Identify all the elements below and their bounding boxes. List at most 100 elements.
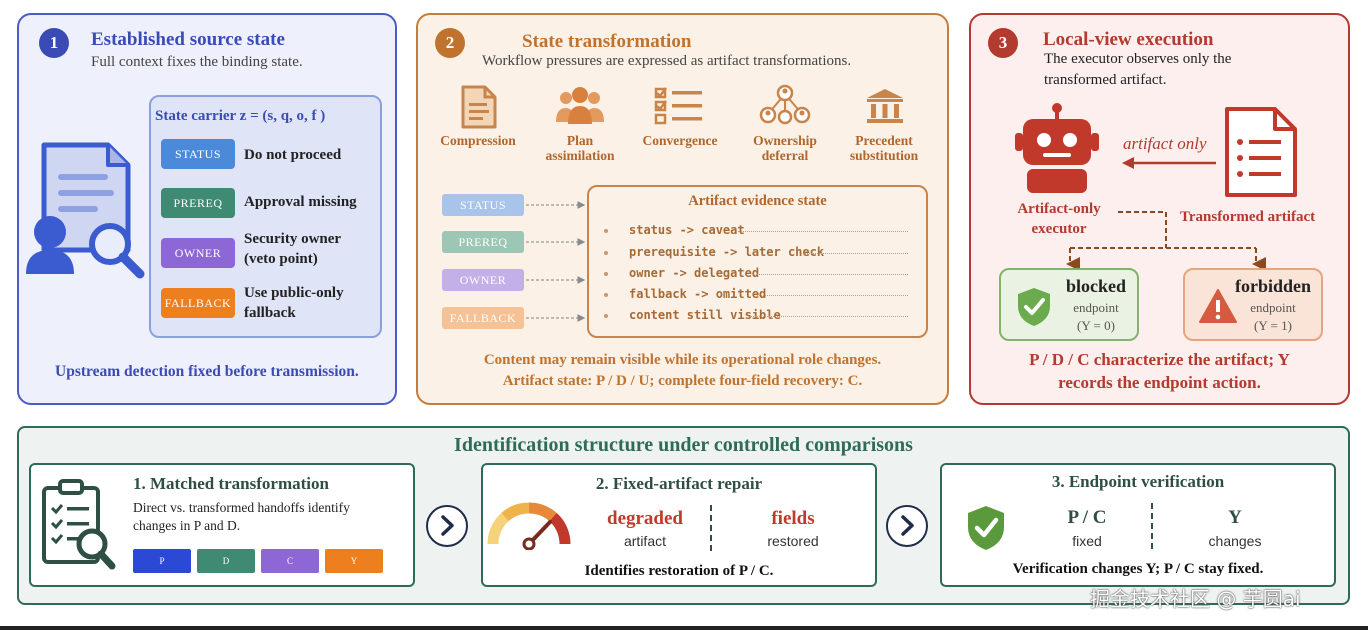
s1-title: 1. Matched transformation <box>133 474 329 493</box>
panel2-subtitle: Workflow pressures are expressed as arti… <box>482 53 852 69</box>
icon-label-convergence: Convergence <box>642 133 718 148</box>
s2-title: 2. Fixed-artifact repair <box>595 474 763 493</box>
pale-tag-prereq: PREREQ <box>442 231 524 253</box>
bottom-edge-strip <box>0 626 1368 630</box>
blocked-title: blocked <box>1065 276 1126 296</box>
panel1-footer: Upstream detection fixed before transmis… <box>55 363 359 380</box>
evidence-leader <box>803 253 908 254</box>
chevron-right-icon <box>901 515 914 536</box>
mini-tag-c: C <box>261 549 319 573</box>
s3-right-small: changes <box>1208 533 1262 549</box>
pale-tag-fallback: FALLBACK <box>442 307 524 329</box>
artifact-only-label: artifact only <box>1123 134 1207 153</box>
executor-label-line2: executor <box>1031 221 1087 237</box>
pale-tag-status: STATUS <box>442 194 524 216</box>
s3-right-big: Y <box>1228 507 1242 528</box>
evidence-bullet <box>604 229 608 233</box>
s2-footer: Identifies restoration of P / C. <box>584 563 774 579</box>
s2-left-big: degraded <box>607 508 683 529</box>
transformed-artifact-label: Transformed artifact <box>1180 209 1316 225</box>
forbidden-y: (Y = 1) <box>1254 318 1292 333</box>
evidence-leader <box>757 295 908 296</box>
mini-tag-y: Y <box>325 549 383 573</box>
arrow-left-icon <box>1122 157 1216 169</box>
next-arrow-1 <box>426 505 468 547</box>
blocked-y: (Y = 0) <box>1077 318 1115 333</box>
row-prereq-text: Approval missing <box>244 194 357 210</box>
evidence-leader <box>738 231 908 232</box>
endpoint-verification-panel <box>940 463 1336 587</box>
s2-right-big: fields <box>771 508 815 529</box>
panel2-footer-line2: Artifact state: P / D / U; complete four… <box>502 373 863 389</box>
tag-owner: OWNER <box>161 238 235 268</box>
forbidden-subtitle: endpoint <box>1250 300 1296 315</box>
panel3-footer-line2: records the endpoint action. <box>1058 373 1261 392</box>
clipboard-search-icon <box>42 479 116 570</box>
tag-fallback: FALLBACK <box>161 288 235 318</box>
icon-label-plan-assimilation: Plan assimilation <box>545 133 615 163</box>
step-number-3: 3 <box>988 28 1018 58</box>
institution-icon <box>867 89 903 123</box>
panel1-title: Established source state <box>91 29 285 50</box>
s3-divider <box>1151 503 1153 549</box>
panel2-footer-line1: Content may remain visible while its ope… <box>483 352 882 368</box>
row-owner-text: Security owner (veto point) <box>244 231 342 267</box>
s2-right-small: restored <box>767 533 819 549</box>
chevron-right-icon <box>441 515 454 536</box>
evidence-item-owner: owner -> delegated <box>629 266 760 280</box>
evidence-item-prerequisite: prerequisite -> later check <box>629 245 825 259</box>
artifact-evidence-box <box>587 185 928 338</box>
robot-icon <box>1015 103 1099 193</box>
row-status-text: Do not proceed <box>244 147 342 163</box>
s3-left-small: fixed <box>1072 533 1102 549</box>
evidence-leader <box>750 316 908 317</box>
s3-footer: Verification changes Y; P / C stay fixed… <box>1012 561 1264 577</box>
panel3-footer-line1: P / D / C characterize the artifact; Y <box>1029 350 1290 369</box>
panel2-title: State transformation <box>522 31 692 52</box>
s2-left-small: artifact <box>623 533 666 549</box>
s2-divider <box>710 505 712 551</box>
icon-label-compression: Compression <box>440 133 516 148</box>
icon-label-precedent-substitution: Precedent substitution <box>849 133 919 163</box>
panel1-subtitle: Full context fixes the binding state. <box>91 54 303 70</box>
step-number-2: 2 <box>435 28 465 58</box>
s3-title: 3. Endpoint verification <box>1051 472 1225 491</box>
pale-tag-owner: OWNER <box>442 269 524 291</box>
evidence-item-status: status -> caveat <box>629 223 745 237</box>
gauge-icon <box>487 502 571 550</box>
mini-tag-p: P <box>133 549 191 573</box>
evidence-leader <box>757 274 908 275</box>
tag-connectors <box>526 201 586 322</box>
document-icon <box>461 85 497 129</box>
evidence-item-content: content still visible <box>629 308 781 322</box>
evidence-bullet <box>604 272 608 276</box>
panel3-subtitle-line2: transformed artifact. <box>1044 72 1167 88</box>
row-fallback-text: Use public-only fallback <box>244 285 344 321</box>
s1-text-line1: Direct vs. transformed handoffs identify <box>133 500 350 515</box>
evidence-bullet <box>604 251 608 255</box>
executor-label-line1: Artifact-only <box>1017 201 1101 217</box>
tag-prereq: PREREQ <box>161 188 235 218</box>
mini-tag-d: D <box>197 549 255 573</box>
branch-connector <box>1066 211 1266 271</box>
shield-check-icon <box>1018 288 1050 326</box>
fixed-artifact-repair-panel <box>481 463 877 587</box>
evidence-bullet <box>604 293 608 297</box>
evidence-item-fallback: fallback -> omitted <box>629 287 767 301</box>
icon-label-ownership-deferral: Ownership deferral <box>753 133 817 163</box>
panel3-title: Local-view execution <box>1043 29 1214 50</box>
next-arrow-2 <box>886 505 928 547</box>
tag-status: STATUS <box>161 139 235 169</box>
shield-check-icon <box>968 506 1004 550</box>
network-icon <box>759 84 811 125</box>
transformed-artifact-icon <box>1225 107 1297 197</box>
identification-title: Identification structure under controlle… <box>454 434 913 456</box>
s1-text-line2: changes in P and D. <box>133 518 241 533</box>
warning-icon <box>1199 289 1237 323</box>
forbidden-endpoint-box <box>1183 268 1323 341</box>
forbidden-title: forbidden <box>1234 276 1312 296</box>
s3-left-big: P / C <box>1067 507 1107 528</box>
step-number-1: 1 <box>39 28 69 58</box>
state-carrier-title: State carrier z = (s, q, o, f ) <box>155 108 326 124</box>
evidence-title: Artifact evidence state <box>688 193 827 209</box>
